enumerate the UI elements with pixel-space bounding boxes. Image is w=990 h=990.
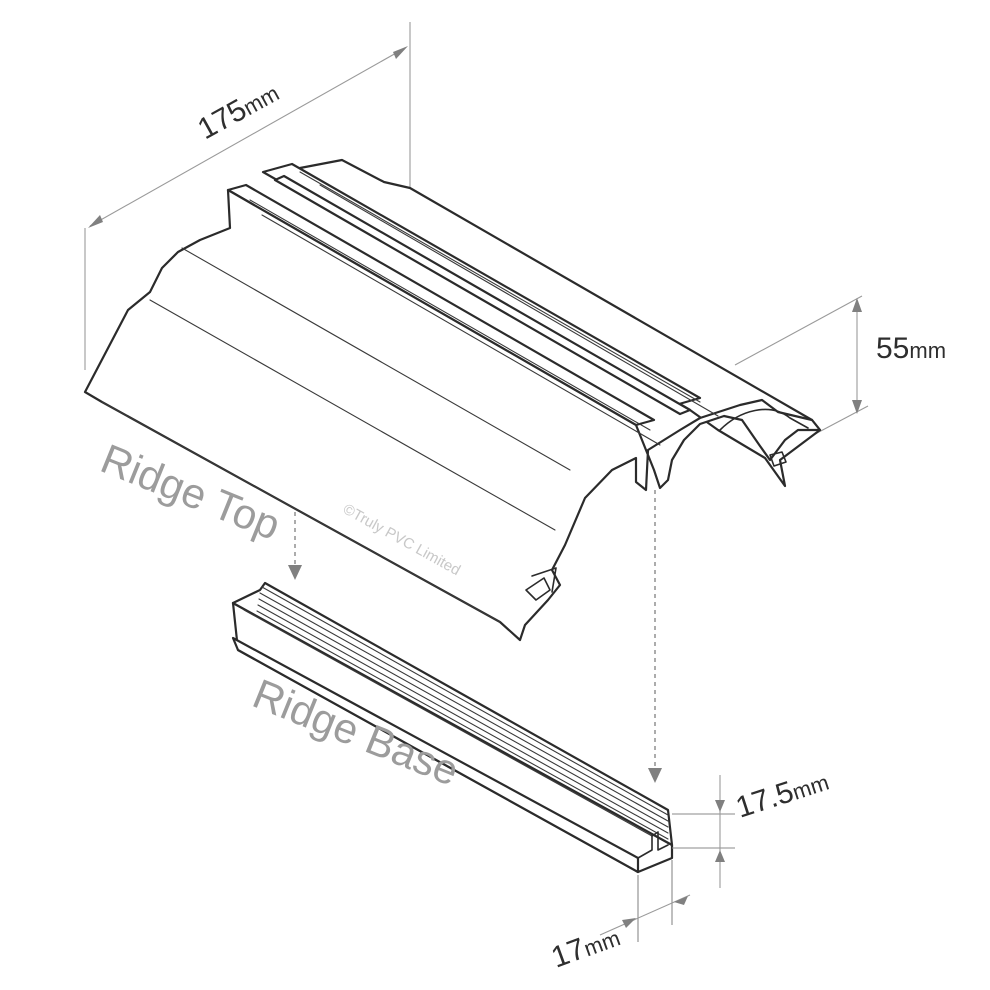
- ridge-base-profile: [231, 581, 674, 874]
- dim-height-base-unit: mm: [789, 770, 832, 805]
- dim-height-top-unit: mm: [909, 338, 946, 363]
- placement-arrows: [288, 490, 662, 783]
- ridge-top-profile: [83, 158, 822, 642]
- dim-width-base-unit: mm: [581, 925, 624, 961]
- dimension-width-base: 17mm: [547, 860, 691, 975]
- dim-height-base-value: 17.5: [732, 775, 798, 824]
- svg-text:55mm: 55mm: [876, 332, 946, 365]
- dimension-height-top: 55mm: [734, 295, 946, 443]
- svg-text:175mm: 175mm: [192, 75, 284, 146]
- dim-height-top-value: 55: [876, 332, 909, 365]
- svg-text:17.5mm: 17.5mm: [732, 764, 833, 825]
- svg-text:17mm: 17mm: [547, 920, 624, 975]
- dimension-height-base: 17.5mm: [672, 764, 833, 888]
